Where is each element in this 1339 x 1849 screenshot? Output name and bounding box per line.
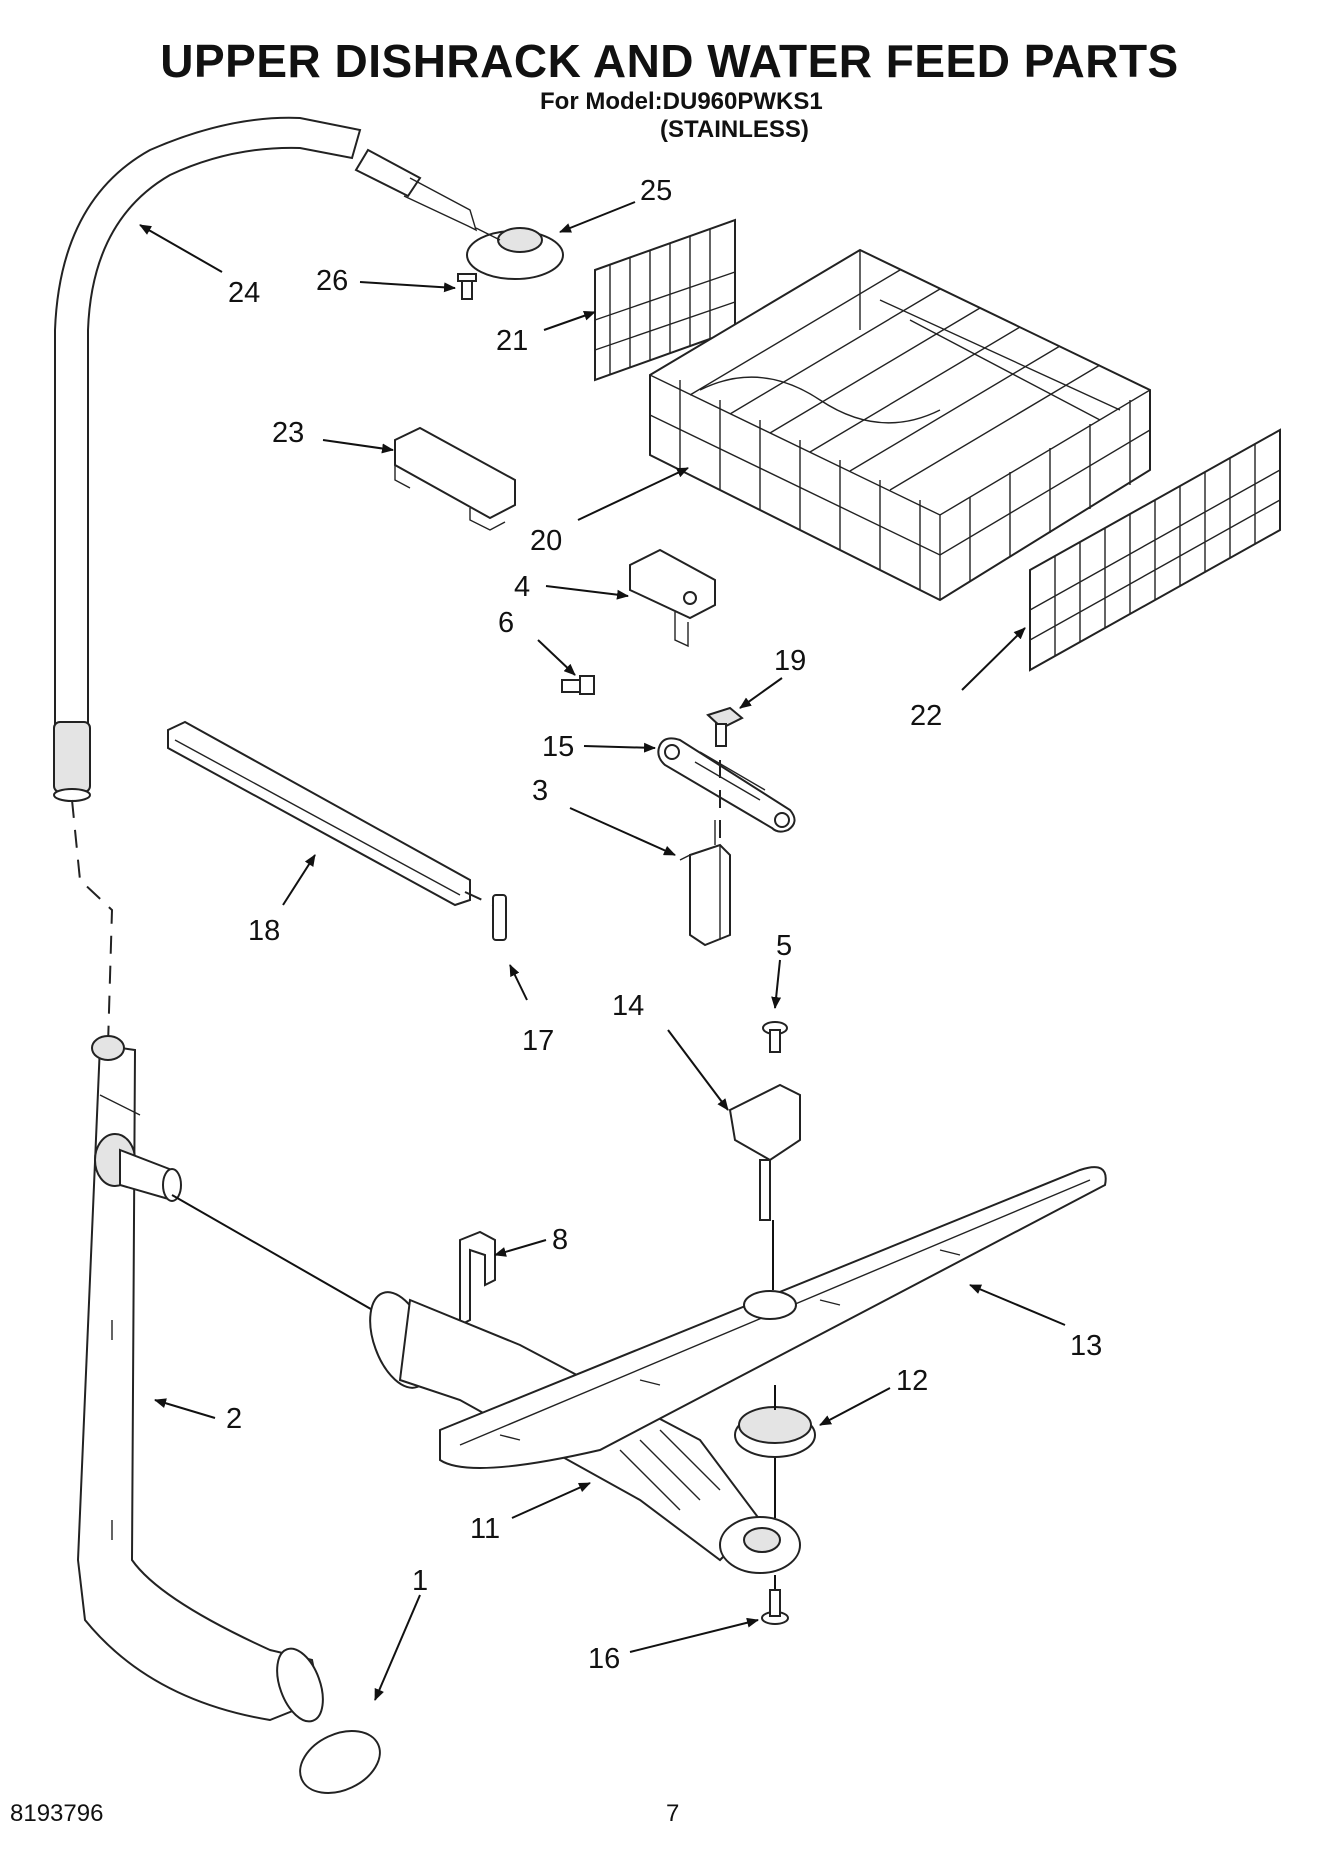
adjuster-bracket-3 xyxy=(679,820,731,947)
callout-13: 13 xyxy=(1070,1330,1102,1362)
connection-line xyxy=(171,1194,391,1321)
rack-clip-23 xyxy=(394,426,516,531)
adjuster-knob-19 xyxy=(706,706,744,747)
bearing-ring-12 xyxy=(734,1406,816,1458)
spray-arm-13 xyxy=(439,1166,1107,1469)
screw-6 xyxy=(561,675,595,695)
feed-fitting xyxy=(354,148,564,280)
adjuster-arm-15 xyxy=(657,737,796,833)
spray-arm-clip-14 xyxy=(728,1083,801,1221)
screw-5 xyxy=(762,1021,788,1053)
callout-1: 1 xyxy=(412,1565,428,1597)
lower-feed-tube-2 xyxy=(76,1035,324,1723)
callout-18: 18 xyxy=(248,915,280,947)
callout-15: 15 xyxy=(542,731,574,763)
callout-5: 5 xyxy=(776,930,792,962)
screw-16 xyxy=(761,1589,789,1625)
callout-2: 2 xyxy=(226,1403,242,1435)
callout-6: 6 xyxy=(498,607,514,639)
tine-row-22 xyxy=(1029,428,1281,672)
rack-rail-18 xyxy=(167,720,471,907)
model-line: For Model:DU960PWKS1 xyxy=(540,88,823,115)
page-number: 7 xyxy=(666,1800,680,1827)
screw-26 xyxy=(457,273,477,300)
finish-line: (STAINLESS) xyxy=(660,116,809,143)
callout-17: 17 xyxy=(522,1025,554,1057)
callout-19: 19 xyxy=(774,645,806,677)
callout-23: 23 xyxy=(272,417,304,449)
callout-16: 16 xyxy=(588,1643,620,1675)
inlet-fitting xyxy=(94,1133,182,1202)
callout-3: 3 xyxy=(532,775,548,807)
callout-numbers: 1 2 3 4 5 6 8 11 12 13 14 15 16 17 18 19… xyxy=(226,175,1102,1675)
assembly-line-tube xyxy=(71,799,114,1046)
leader-arrows xyxy=(139,201,1066,1701)
assembly-line-stop xyxy=(464,891,494,906)
stop-plate-4 xyxy=(629,548,716,648)
upper-dishrack xyxy=(649,248,1151,602)
end-stop-17 xyxy=(492,894,507,941)
callout-25: 25 xyxy=(640,175,672,207)
callout-22: 22 xyxy=(910,700,942,732)
callout-26: 26 xyxy=(316,265,348,297)
callout-11: 11 xyxy=(470,1513,500,1545)
page-title: UPPER DISHRACK AND WATER FEED PARTS xyxy=(160,35,1179,87)
tine-row-21 xyxy=(594,218,736,382)
callout-8: 8 xyxy=(552,1224,568,1256)
water-feed-tube-upper xyxy=(53,116,362,802)
callout-14: 14 xyxy=(612,990,644,1022)
callout-24: 24 xyxy=(228,277,260,309)
callout-4: 4 xyxy=(514,571,530,603)
callout-12: 12 xyxy=(896,1365,928,1397)
o-ring-1 xyxy=(299,1730,381,1794)
callout-21: 21 xyxy=(496,325,528,357)
document-number: 8193796 xyxy=(10,1800,104,1827)
bracket-8 xyxy=(459,1230,496,1327)
callout-20: 20 xyxy=(530,525,562,557)
